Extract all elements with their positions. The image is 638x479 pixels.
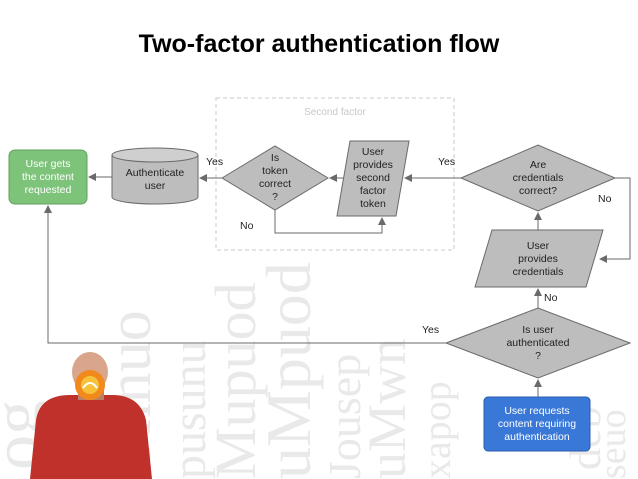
- user-gets-content-node: [8, 149, 88, 205]
- edge-authenticated-yes: [44, 205, 446, 344]
- svg-text:Mupuod: Mupuod: [203, 282, 268, 479]
- svg-text:uMpuod: uMpuod: [253, 262, 324, 479]
- authenticated-no-label: No: [544, 292, 558, 304]
- credentials-no-label: No: [598, 193, 612, 205]
- edge-token-no: [274, 210, 386, 234]
- token-no-label: No: [240, 220, 254, 232]
- logo-icon: [75, 370, 105, 400]
- svg-text:seuo: seuo: [592, 409, 634, 479]
- svg-text:pusunu: pusunu: [163, 340, 216, 479]
- is-token-correct-node: [221, 145, 329, 211]
- page-title: Two-factor authentication flow: [138, 30, 500, 58]
- second-factor-group: [215, 97, 455, 251]
- svg-text:Jousep: Jousep: [319, 354, 370, 479]
- svg-text:xapop: xapop: [414, 381, 459, 479]
- authenticate-user-node: [111, 147, 199, 205]
- edge-credentials-no: [599, 177, 631, 263]
- credentials-yes-label: Yes: [438, 156, 456, 168]
- are-credentials-correct-node: [459, 144, 617, 212]
- svg-text:uMwn: uMwn: [357, 338, 417, 479]
- is-user-authenticated-node: [444, 307, 632, 379]
- token-yes-label: Yes: [206, 156, 224, 168]
- user-requests-node: [483, 396, 591, 452]
- user-provides-second-factor-node: [336, 140, 410, 217]
- user-provides-credentials-node: [474, 229, 604, 288]
- second-factor-label: Second factor: [304, 107, 366, 118]
- authenticated-yes-label: Yes: [422, 324, 440, 336]
